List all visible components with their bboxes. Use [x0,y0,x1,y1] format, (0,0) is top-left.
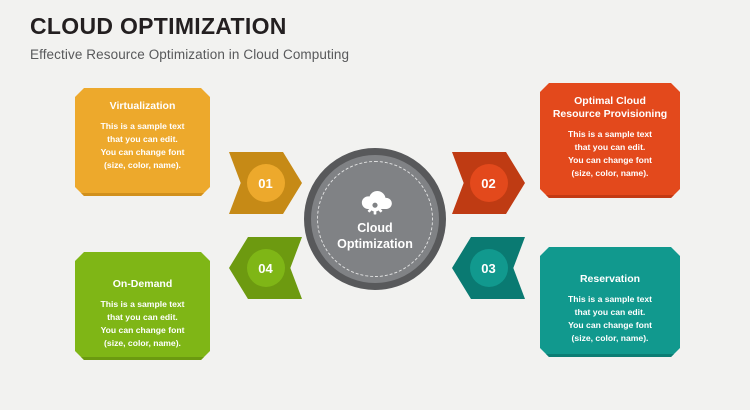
step-number-03: 03 [469,249,508,287]
card-reservation-title: Reservation [579,273,641,285]
step-badge-04[interactable]: 04 [229,237,302,299]
sample-text-line-3: You can change font [100,325,185,336]
sample-text-line-3: You can change font [100,147,185,158]
step-badge-03[interactable]: 03 [452,237,525,299]
sample-text-line-2: that you can edit. [574,142,646,153]
sample-text-line-3: You can change font [568,320,652,331]
card-reservation-body: This is a sample text that you can edit.… [550,293,670,345]
card-optimal-title-line-1: Optimal Cloud [574,95,646,107]
card-optimal-body: This is a sample text that you can edit.… [550,128,670,180]
card-virtualization[interactable]: Virtualization This is a sample text tha… [75,88,210,196]
sample-text-line-4: (size, color, name). [571,333,649,344]
sample-text-line-1: This is a sample text [100,121,185,132]
card-on-demand-body: This is a sample text that you can edit.… [85,298,200,350]
card-on-demand[interactable]: On-Demand This is a sample text that you… [75,252,210,360]
card-optimal-title-line-2: Resource Provisioning [552,108,668,121]
center-inner-ring [317,161,433,277]
cloud-gear-icon [355,186,395,216]
card-on-demand-title: On-Demand [112,278,173,290]
sample-text-line-3: You can change font [568,155,652,166]
page-subtitle: Effective Resource Optimization in Cloud… [30,47,350,63]
step-badge-01[interactable]: 01 [229,152,302,214]
step-number-04: 04 [246,249,285,287]
sample-text-line-1: This is a sample text [567,294,653,305]
sample-text-line-2: that you can edit. [107,312,178,323]
sample-text-line-1: This is a sample text [100,299,185,310]
sample-text-line-2: that you can edit. [107,134,178,145]
card-reservation[interactable]: Reservation This is a sample text that y… [540,247,680,357]
card-virtualization-title: Virtualization [109,100,176,112]
step-number-02: 02 [469,164,508,202]
page-title: CLOUD OPTIMIZATION [30,13,287,39]
card-virtualization-body: This is a sample text that you can edit.… [85,120,200,172]
center-hub[interactable]: Cloud Optimization [304,148,446,290]
sample-text-line-4: (size, color, name). [104,160,181,171]
header: CLOUD OPTIMIZATION Effective Resource Op… [30,13,350,63]
card-optimal-cloud-resource-provisioning[interactable]: Optimal Cloud Resource Provisioning This… [540,83,680,198]
center-hub-label: Cloud Optimization [337,221,413,251]
sample-text-line-4: (size, color, name). [104,338,181,349]
card-optimal-title: Optimal Cloud Resource Provisioning [550,95,670,121]
step-badge-02[interactable]: 02 [452,152,525,214]
step-number-01: 01 [246,164,285,202]
sample-text-line-1: This is a sample text [567,129,653,140]
sample-text-line-2: that you can edit. [574,307,646,318]
sample-text-line-4: (size, color, name). [571,168,649,179]
